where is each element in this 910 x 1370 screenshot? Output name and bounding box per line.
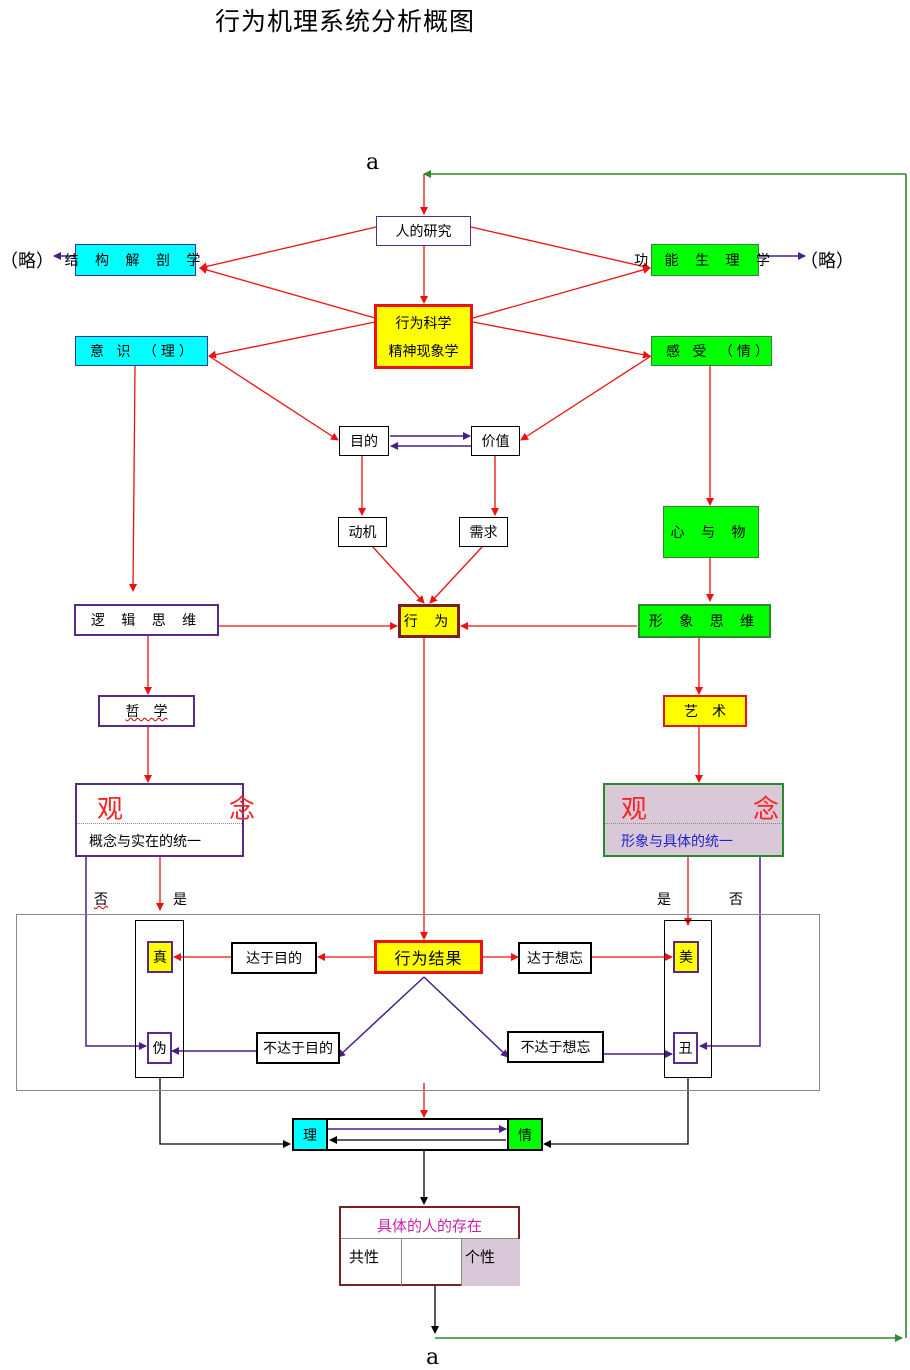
notion-left-subtitle: 概念与实在的统一: [89, 834, 201, 850]
notion-right-title: 观 念: [621, 795, 820, 825]
no-left-label: 否: [94, 892, 108, 908]
research-box: 人的研究: [376, 216, 471, 246]
philosophy-label: 哲 学: [125, 704, 168, 720]
notion-left-title: 观 念: [97, 795, 296, 825]
anatomy-box: 结 构 解 剖 学: [65, 244, 200, 276]
not-reach-goal-box: 不达于目的: [256, 1032, 340, 1064]
feeling-box: 感 受 （情）: [651, 336, 772, 366]
commonality-cell: [401, 1239, 461, 1286]
loop-label-bottom: a: [426, 1345, 440, 1370]
purpose-box: 目的: [339, 426, 389, 456]
no-right-label: 否: [729, 892, 743, 908]
reach-goal-box: 达于目的: [231, 942, 317, 974]
value-box: 价值: [471, 426, 520, 456]
notion-left-box: 观 念 概念与实在的统一: [75, 783, 255, 857]
emotion-box: 情: [507, 1118, 543, 1151]
reach-want-box: 达于想忘: [518, 942, 592, 974]
yes-right-label: 是: [657, 892, 671, 908]
individuality-label: 个性: [465, 1248, 496, 1266]
notion-right-box: 观 念 形象与具体的统一: [603, 783, 784, 857]
individuality-cell: [461, 1239, 520, 1286]
true-false-column: [135, 920, 184, 1078]
motive-box: 动机: [338, 517, 387, 547]
behavior-result-box: 行为结果: [374, 940, 483, 974]
loop-label-top: a: [366, 150, 380, 175]
image-thinking-box: 形 象 思 维: [638, 604, 771, 638]
beauty-box: 美: [673, 941, 699, 973]
art-box: 艺 术: [663, 695, 747, 727]
concrete-person-title: 具体的人的存在: [377, 1217, 483, 1235]
concrete-person-box: 具体的人的存在 共性 个性: [339, 1206, 520, 1286]
philosophy-box: 哲 学: [98, 695, 195, 727]
physiology-box: 功 能 生 理 学: [634, 244, 770, 276]
notion-left-divider: [77, 823, 242, 824]
reason-emotion-bar: [292, 1118, 543, 1151]
behavior-science-line1: 行为科学: [395, 315, 452, 332]
behavior-science-line2: 精神现象学: [388, 343, 459, 360]
notion-right-divider: [605, 823, 782, 824]
behavior-box: 行 为: [398, 604, 460, 638]
notion-right-subtitle: 形象与具体的统一: [621, 834, 733, 850]
not-reach-want-box: 不达于想忘: [507, 1031, 604, 1063]
beauty-ugly-column: [664, 920, 712, 1078]
false-box: 伪: [147, 1032, 172, 1064]
commonality-label: 共性: [349, 1248, 380, 1266]
diagram-title: 行为机理系统分析概图: [215, 7, 476, 36]
outcome-frame: [16, 914, 820, 1091]
yes-left-label: 是: [173, 892, 187, 908]
mind-matter-box: 心 与 物: [663, 506, 759, 558]
behavior-science-box: 行为科学 精神现象学: [374, 304, 473, 369]
omit-right-label: （略）: [800, 251, 854, 272]
consciousness-box: 意 识 （理）: [75, 336, 208, 366]
omit-left-label: （略）: [0, 251, 54, 272]
logic-thinking-box: 逻 辑 思 维: [74, 604, 219, 636]
reason-box: 理: [292, 1118, 328, 1151]
need-box: 需求: [459, 517, 508, 547]
ugly-box: 丑: [673, 1032, 698, 1064]
concrete-person-divider: [341, 1238, 518, 1239]
true-box: 真: [147, 941, 173, 973]
